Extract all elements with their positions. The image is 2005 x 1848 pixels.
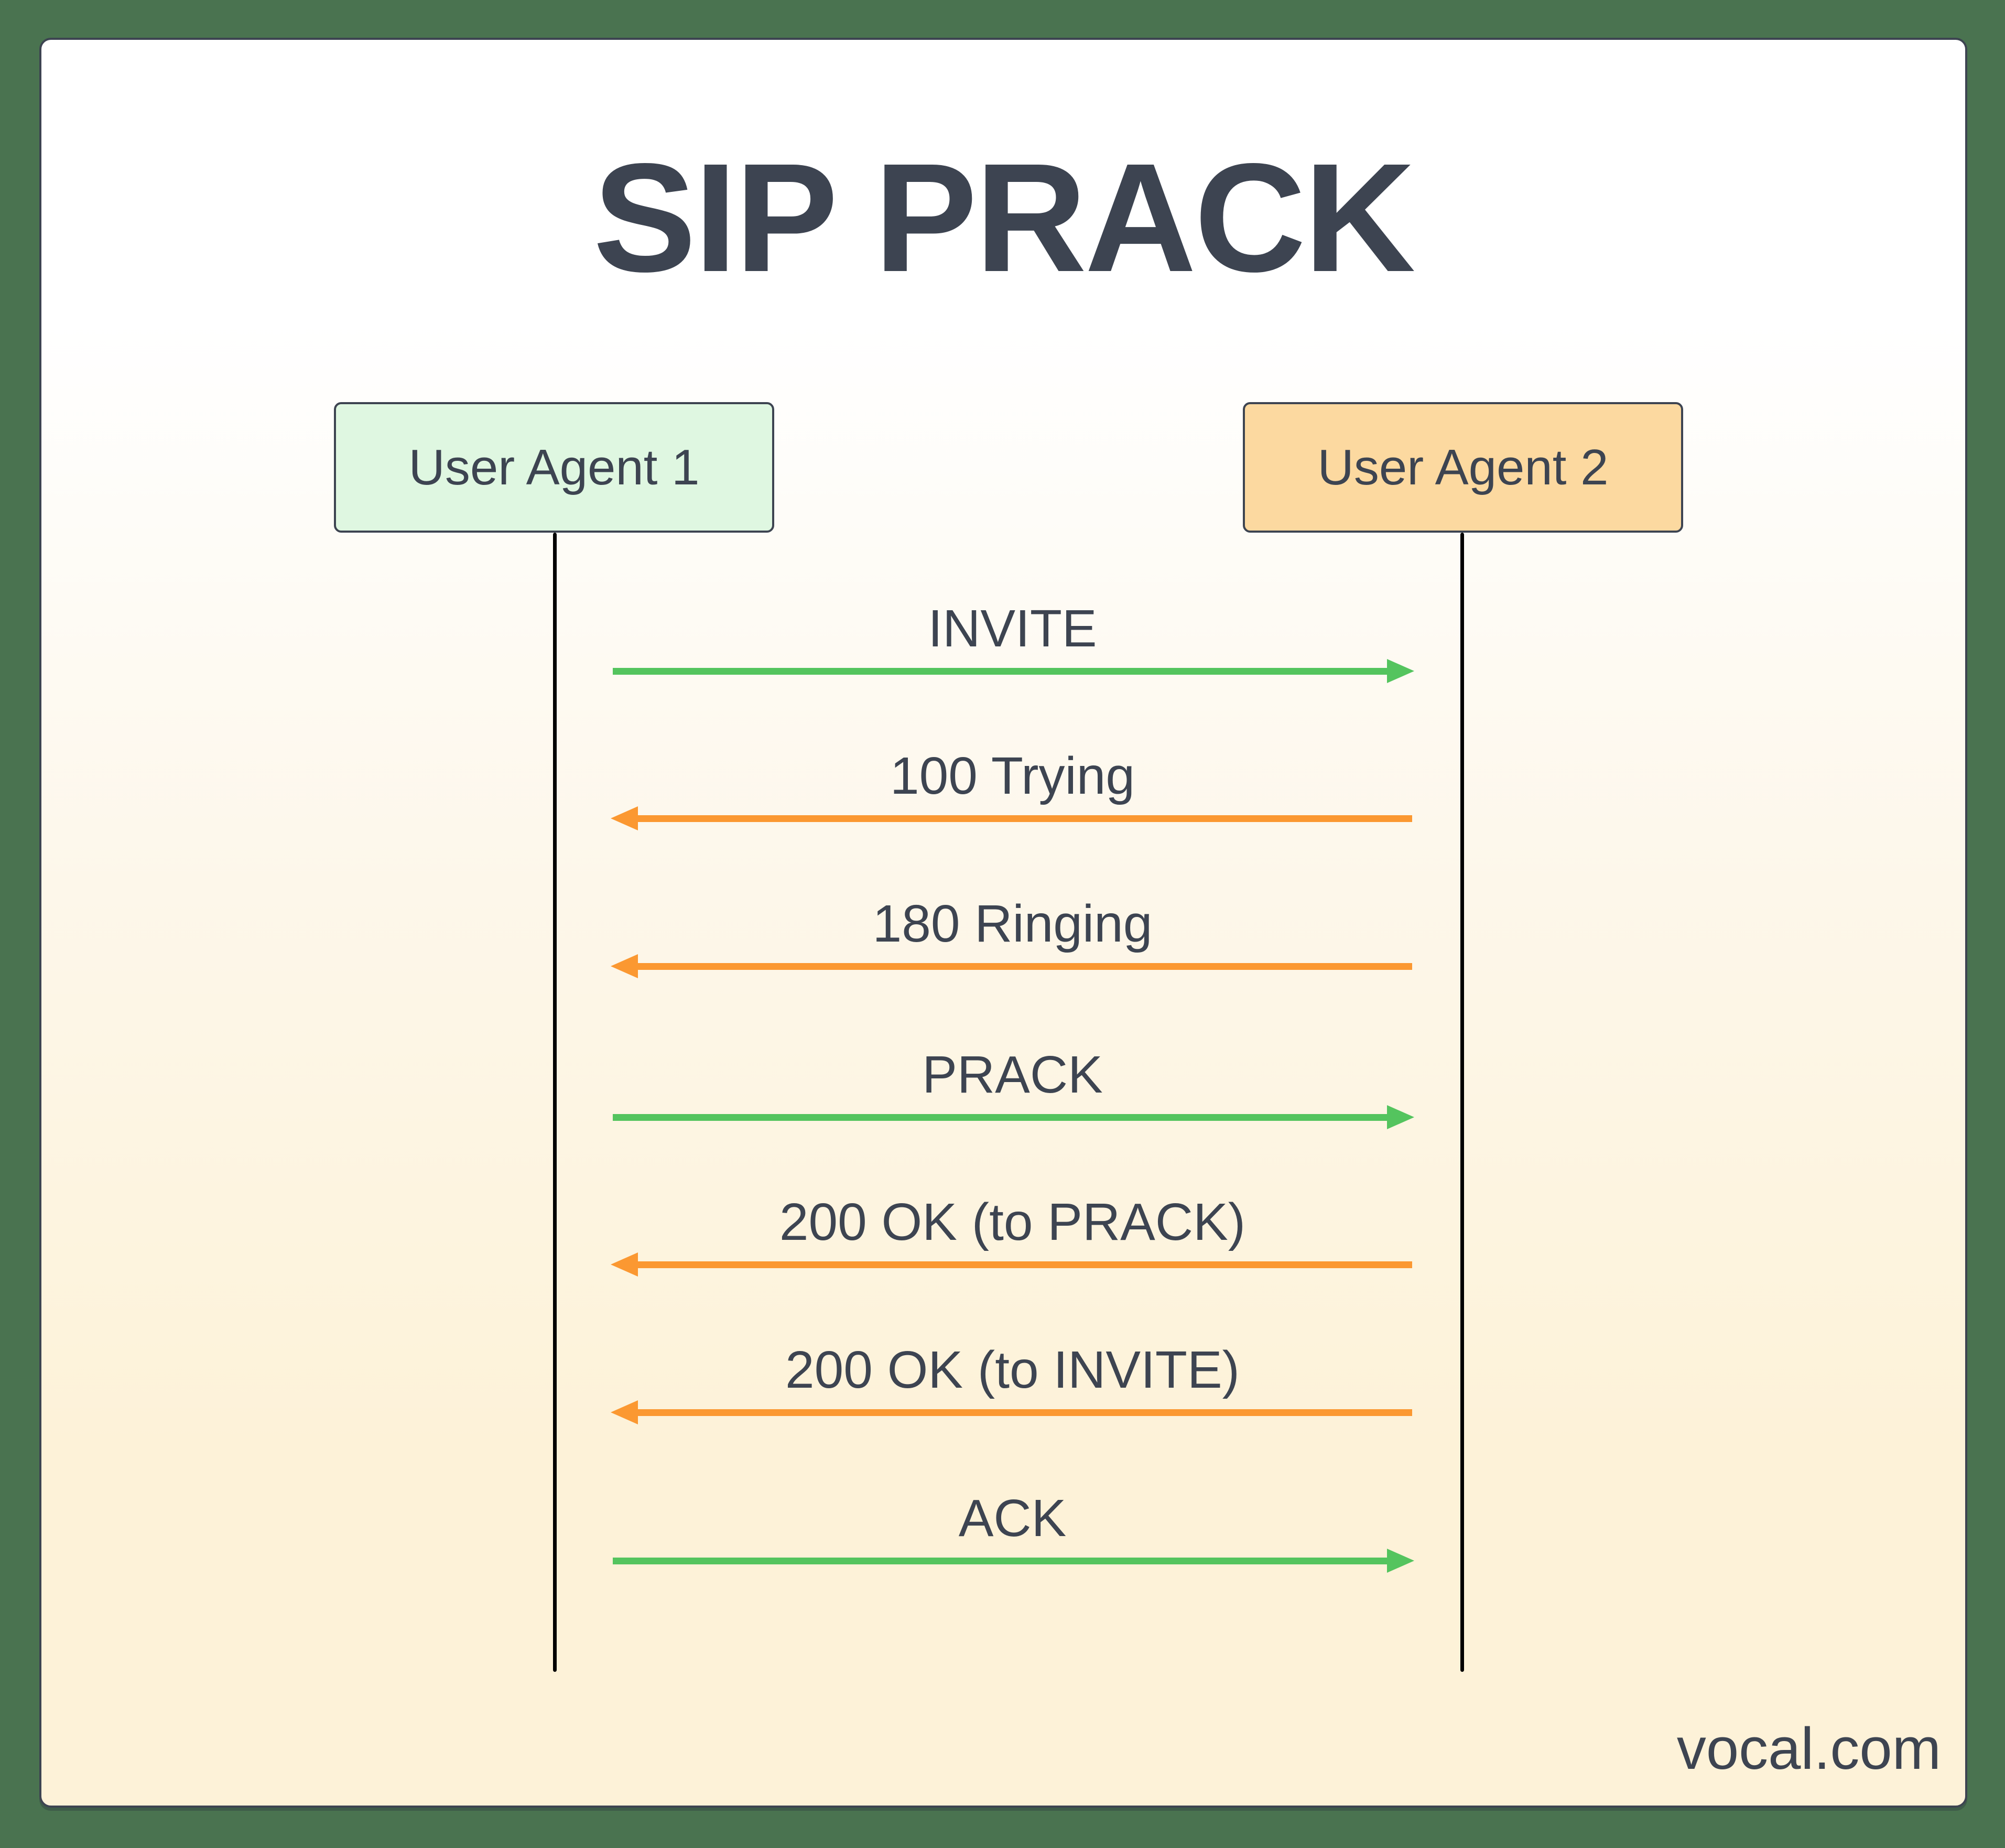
lifeline-user-agent-2 <box>1460 533 1464 1672</box>
arrow-left-icon <box>611 1400 1412 1424</box>
arrow-head <box>1387 1105 1414 1129</box>
arrow-left-icon <box>611 954 1412 978</box>
message-row-ack: ACK <box>613 1488 1414 1573</box>
message-label: 180 Ringing <box>872 894 1153 953</box>
message-label: ACK <box>958 1489 1067 1548</box>
arrow-head <box>1387 659 1414 683</box>
arrow-head <box>611 1400 638 1424</box>
arrow-shaft <box>613 1558 1390 1564</box>
arrow-head <box>1387 1549 1414 1573</box>
actor-label: User Agent 1 <box>408 439 700 495</box>
arrow-right-icon <box>613 1105 1414 1129</box>
message-row-invite: INVITE <box>613 599 1414 683</box>
message-row-200-ok-to-invite: 200 OK (to INVITE) <box>611 1340 1412 1424</box>
message-label: 100 Trying <box>890 747 1135 805</box>
arrow-head <box>611 954 638 978</box>
message-label: 200 OK (to INVITE) <box>785 1341 1240 1399</box>
arrow-left-icon <box>611 1252 1412 1277</box>
arrow-shaft <box>613 668 1390 675</box>
message-label: PRACK <box>922 1045 1103 1104</box>
arrow-shaft <box>635 1261 1412 1268</box>
arrow-shaft <box>635 963 1412 970</box>
arrow-head <box>611 806 638 830</box>
message-label: 200 OK (to PRACK) <box>779 1193 1246 1251</box>
arrow-right-icon <box>613 659 1414 683</box>
lifeline-user-agent-1 <box>553 533 557 1672</box>
arrow-shaft <box>635 1409 1412 1416</box>
actor-box-user-agent-1: User Agent 1 <box>334 402 774 533</box>
message-row-100-trying: 100 Trying <box>611 746 1412 830</box>
arrow-right-icon <box>613 1549 1414 1573</box>
message-row-200-ok-to-prack: 200 OK (to PRACK) <box>611 1192 1412 1277</box>
arrow-left-icon <box>611 806 1412 830</box>
arrow-shaft <box>635 815 1412 822</box>
message-row-prack: PRACK <box>613 1045 1414 1129</box>
actor-box-user-agent-2: User Agent 2 <box>1243 402 1683 533</box>
arrow-shaft <box>613 1114 1390 1121</box>
message-row-180-ringing: 180 Ringing <box>611 894 1412 978</box>
brand-watermark: vocal.com <box>1676 1716 1941 1781</box>
message-label: INVITE <box>928 599 1097 658</box>
arrow-head <box>611 1252 638 1277</box>
actor-label: User Agent 2 <box>1317 439 1609 495</box>
page-title: SIP PRACK <box>593 131 1415 304</box>
diagram-card: SIP PRACK User Agent 1 User Agent 2 INVI… <box>39 38 1967 1808</box>
